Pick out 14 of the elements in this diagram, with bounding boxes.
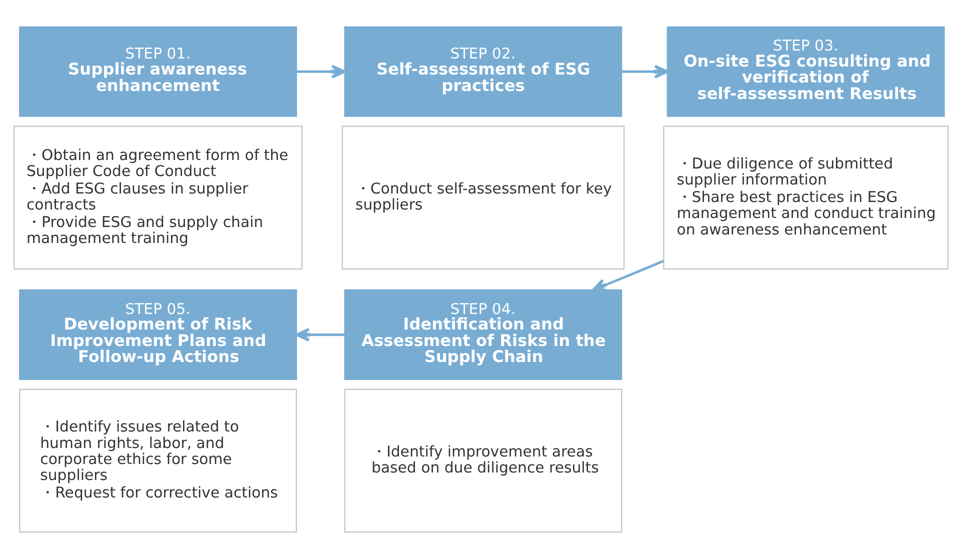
node-box: STEP 02. Self-assessment of ESG practices [344, 26, 622, 116]
arrow [591, 259, 664, 292]
arrow [296, 64, 346, 78]
node-box: ・Obtain an agreement form of the Supplier Code of Conduct ・Add ESG clauses in supplier contracts ・Provide ESG and supply chain management training [12, 125, 302, 270]
arrow [294, 327, 344, 342]
node-box: STEP 01. Supplier awareness enhancement [18, 26, 297, 116]
node-box: STEP 04. Identification and Assessment of Risks in the Supply Chain [344, 288, 622, 380]
node-box: STEP 03. On-site ESG consulting and verification of self-assessment Results [666, 26, 944, 116]
node-box: ・Identify issues related to human rights, labor, and corporate ethics for some suppliers ・Request for corrective actions [18, 388, 297, 532]
node-box: ・Conduct self-assessment for key suppliers [341, 125, 624, 270]
node-box: STEP 05. Development of Risk Improvement Plans and Follow-up Actions [18, 288, 297, 380]
node-box: ・Identify improvement areas based on due diligence results [344, 388, 622, 532]
node-box: ・Due diligence of submitted supplier information ・Share best practices in ESG management and conduct training on awareness enhancement [662, 125, 948, 270]
arrow [621, 64, 668, 78]
